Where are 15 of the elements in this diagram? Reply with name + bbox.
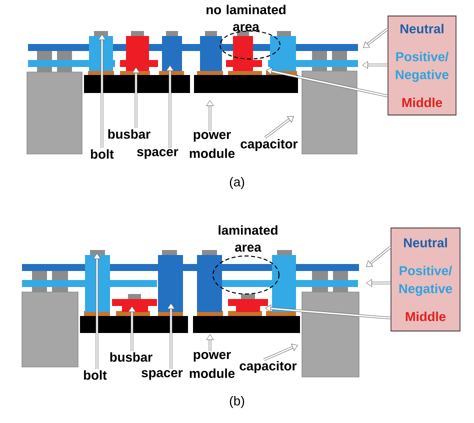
leader-arrow bbox=[206, 334, 214, 351]
leader-arrow bbox=[366, 279, 391, 287]
leader-arrow bbox=[366, 246, 392, 267]
part-label: spacer bbox=[142, 370, 183, 380]
panel-label: (b) bbox=[230, 396, 244, 408]
leader-arrow bbox=[264, 344, 298, 361]
area-label: no laminated area bbox=[206, 4, 286, 32]
leader-arrow bbox=[363, 28, 388, 48]
label-box: Neutral Positive/ Negative Middle bbox=[390, 228, 460, 332]
part-label: busbar bbox=[110, 352, 152, 362]
part-label: capacitor bbox=[240, 360, 297, 374]
part-label: bolt bbox=[84, 370, 107, 380]
leader-arrow bbox=[362, 61, 388, 69]
part-label: power module bbox=[190, 352, 235, 378]
label-box: Neutral Positive/ Negative Middle bbox=[388, 16, 456, 116]
